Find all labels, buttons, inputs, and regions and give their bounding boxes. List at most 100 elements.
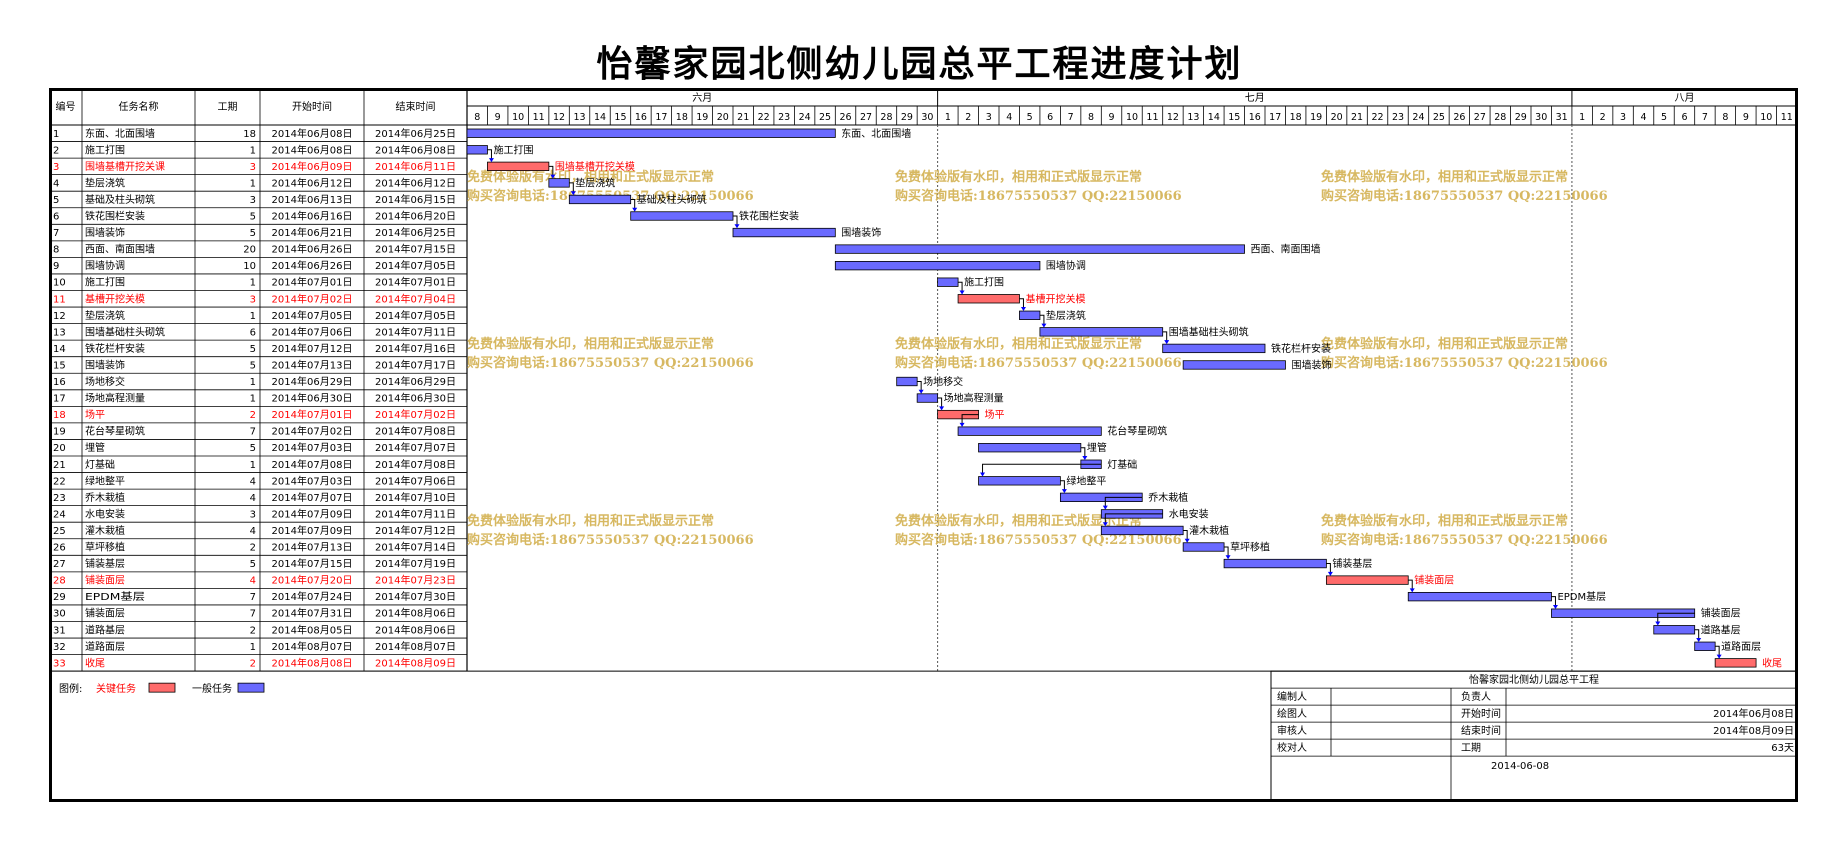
task-start: 2014年07月07日 — [272, 491, 353, 504]
task-name: 场平 — [85, 408, 105, 421]
dependency-arrowhead — [959, 422, 965, 427]
task-bar-label: 铺装面层 — [1701, 607, 1741, 620]
day-label: 3 — [1620, 112, 1626, 123]
task-end: 2014年07月10日 — [375, 491, 456, 504]
task-name: 埋管 — [85, 441, 105, 454]
task-id: 30 — [53, 609, 66, 620]
task-start: 2014年07月09日 — [272, 524, 353, 537]
task-end: 2014年08月07日 — [375, 640, 456, 653]
task-start: 2014年07月24日 — [272, 590, 353, 603]
dependency-arrow — [1104, 496, 1143, 509]
task-id: 20 — [53, 443, 66, 454]
day-label: 12 — [553, 112, 565, 123]
task-end: 2014年07月01日 — [375, 276, 456, 289]
task-start: 2014年07月13日 — [272, 541, 353, 554]
watermark-text: 购买咨询电话:18675550537 QQ:22150066 — [467, 355, 754, 371]
task-id: 2 — [53, 145, 59, 156]
dependency-arrow — [1326, 563, 1331, 575]
day-label: 15 — [1228, 112, 1240, 123]
task-duration: 2 — [250, 658, 256, 669]
day-label: 21 — [1351, 112, 1363, 123]
task-duration: 4 — [250, 493, 256, 504]
info-date: 2014-06-08 — [1491, 761, 1549, 772]
task-duration: 1 — [250, 377, 256, 388]
task-start: 2014年06月29日 — [272, 375, 353, 388]
task-id: 27 — [53, 559, 66, 570]
task-start: 2014年07月06日 — [272, 325, 353, 338]
header-start: 开始时间 — [292, 100, 332, 113]
day-label: 29 — [1515, 112, 1527, 123]
dependency-arrowhead — [959, 290, 965, 295]
task-duration: 7 — [250, 609, 256, 620]
task-bar-label: 垫层浇筑 — [575, 176, 615, 189]
task-bar-label: EPDM基层 — [1557, 590, 1606, 603]
month-label: 六月 — [692, 92, 712, 104]
task-name: 铁花栏杆安装 — [85, 342, 145, 355]
task-name: 收尾 — [85, 656, 105, 669]
task-end: 2014年06月12日 — [375, 176, 456, 189]
day-label: 14 — [594, 112, 606, 123]
day-label: 21 — [737, 112, 749, 123]
task-start: 2014年06月16日 — [272, 210, 353, 223]
day-label: 28 — [880, 112, 892, 123]
task-name: 道路基层 — [85, 623, 125, 636]
task-name: 基槽开挖关模 — [85, 292, 145, 305]
task-bar-label: 施工打围 — [493, 143, 533, 156]
task-id: 3 — [53, 162, 59, 173]
task-id: 14 — [53, 344, 66, 355]
task-duration: 1 — [250, 178, 256, 189]
month-label: 七月 — [1245, 92, 1265, 104]
watermark-text: 免费体验版有水印，相用和正式版显示正常 — [895, 169, 1142, 185]
dependency-arrowhead — [1164, 340, 1170, 345]
watermark-text: 免费体验版有水印，相用和正式版显示正常 — [1321, 513, 1568, 529]
day-label: 30 — [921, 112, 933, 123]
dependency-arrowhead — [632, 207, 638, 212]
task-duration: 5 — [250, 559, 256, 570]
task-bar-label: 围墙装饰 — [841, 226, 881, 239]
header-id: 编号 — [56, 100, 76, 113]
dependency-arrow — [1694, 629, 1700, 642]
watermark-text: 购买咨询电话:18675550537 QQ:22150066 — [895, 188, 1182, 204]
task-bar-label: 垫层浇筑 — [1046, 309, 1086, 322]
task-id: 9 — [53, 261, 59, 272]
day-label: 11 — [1781, 112, 1793, 123]
dependency-arrowhead — [1041, 323, 1047, 328]
task-duration: 1 — [250, 311, 256, 322]
task-bar-label: 围墙协调 — [1046, 259, 1086, 272]
task-start: 2014年06月08日 — [272, 127, 353, 140]
day-label: 18 — [676, 112, 688, 123]
task-start: 2014年07月03日 — [272, 441, 353, 454]
task-end: 2014年07月08日 — [375, 458, 456, 471]
day-label: 24 — [1412, 112, 1424, 123]
task-id: 19 — [53, 427, 66, 438]
task-id: 15 — [53, 360, 66, 371]
month-label: 八月 — [1674, 92, 1694, 104]
task-end: 2014年07月02日 — [375, 408, 456, 421]
task-name: 西面、南面围墙 — [85, 243, 155, 256]
task-start: 2014年07月08日 — [272, 458, 353, 471]
day-label: 13 — [1187, 112, 1199, 123]
task-id: 24 — [53, 509, 66, 520]
info-box-title: 怡馨家园北侧幼儿园总平工程 — [1469, 673, 1599, 686]
day-label: 2 — [965, 112, 971, 123]
dependency-arrowhead — [570, 191, 576, 196]
task-name: 施工打围 — [85, 143, 125, 156]
task-end: 2014年07月11日 — [375, 325, 456, 338]
watermark-text: 购买咨询电话:18675550537 QQ:22150066 — [895, 532, 1182, 548]
dependency-arrowhead — [939, 406, 945, 411]
task-start: 2014年07月20日 — [272, 574, 353, 587]
watermark-text: 免费体验版有水印，相用和正式版显示正常 — [895, 513, 1142, 529]
task-start: 2014年06月21日 — [272, 226, 353, 239]
task-bar-label: 场平 — [985, 408, 1005, 421]
task-end: 2014年07月12日 — [375, 524, 456, 537]
task-duration: 1 — [250, 394, 256, 405]
task-start: 2014年06月08日 — [272, 143, 353, 156]
dependency-arrowhead — [1409, 588, 1415, 593]
day-label: 14 — [1208, 112, 1220, 123]
task-id: 28 — [53, 576, 66, 587]
dependency-arrowhead — [1327, 571, 1333, 576]
task-id: 7 — [53, 228, 59, 239]
task-id: 17 — [53, 394, 66, 405]
dependency-arrow — [1104, 513, 1163, 526]
task-name: 场地移交 — [85, 375, 125, 388]
